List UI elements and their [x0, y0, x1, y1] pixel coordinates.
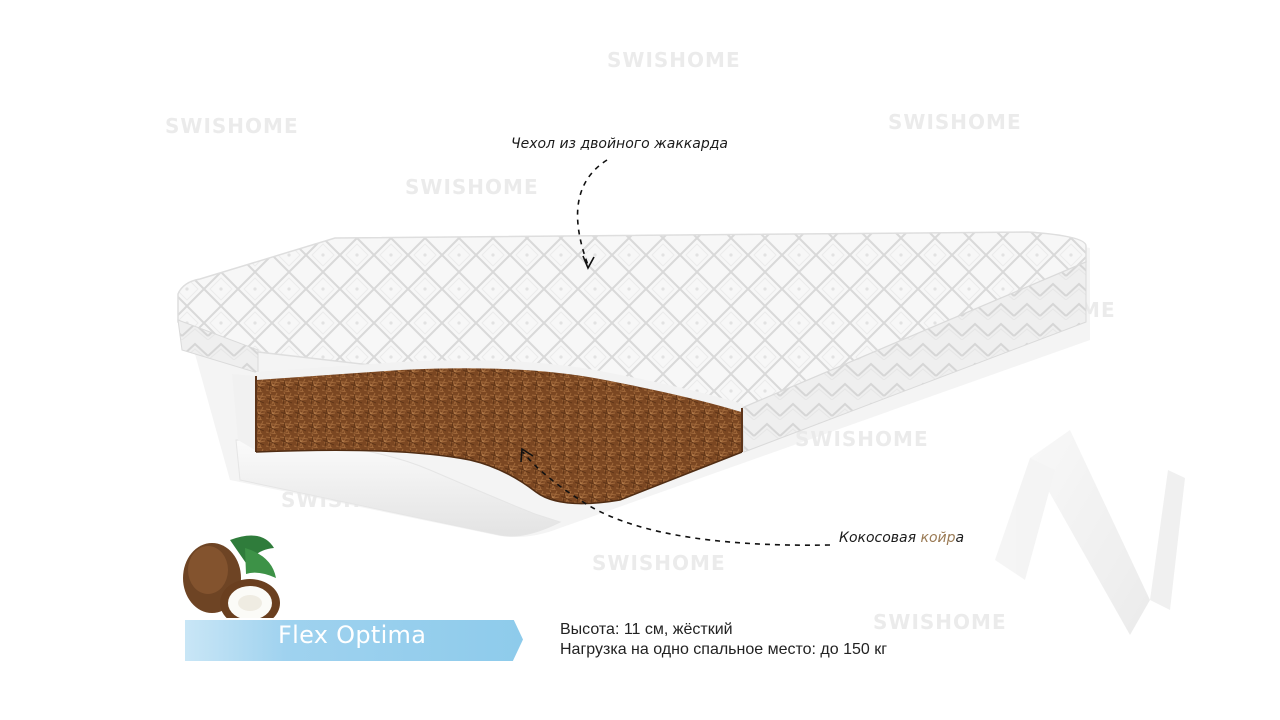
watermark: SWISHOME	[607, 48, 741, 72]
coconut-image	[180, 535, 280, 640]
cover-callout: Чехол из двойного жаккарда	[511, 136, 728, 152]
watermark: SWISHOME	[165, 114, 299, 138]
brand-logo-mark	[995, 430, 1185, 635]
watermark: SWISHOME	[405, 175, 539, 199]
product-specs: Высота: 11 см, жёсткий Нагрузка на одно …	[560, 620, 887, 660]
core-callout-main: Кокосовая	[839, 530, 921, 546]
core-callout-tail: а	[955, 530, 965, 546]
load-spec: Нагрузка на одно спальное место: до 150 …	[560, 641, 888, 658]
height-spec: Высота: 11 см, жёсткий	[560, 621, 733, 638]
watermark: SWISHOME	[873, 610, 1007, 634]
watermark: SWISHOME	[888, 110, 1022, 134]
watermark: SWISHOME	[592, 551, 726, 575]
core-callout: Кокосовая койра	[839, 530, 964, 546]
product-banner	[185, 618, 523, 661]
product-name: Flex Optima	[278, 621, 427, 649]
core-callout-highlight: койр	[920, 530, 956, 546]
